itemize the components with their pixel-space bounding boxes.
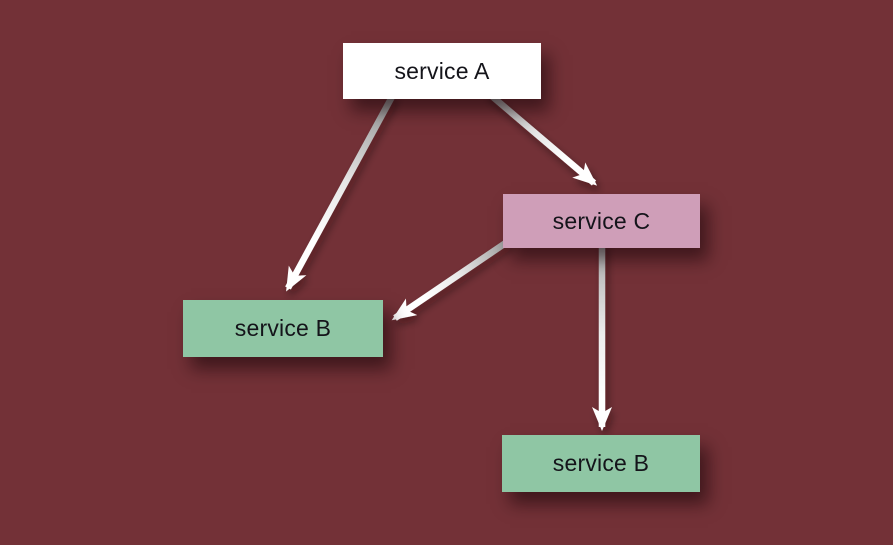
node-service-c: service C: [503, 194, 700, 248]
arrow-a-to-b-left: [285, 93, 396, 292]
node-service-b-bottom-label: service B: [552, 450, 650, 476]
node-service-a-label: service A: [394, 57, 490, 84]
node-service-c-label: service C: [552, 207, 651, 234]
node-service-a: service A: [343, 43, 541, 99]
node-service-b-left: service B: [183, 300, 383, 357]
node-service-b-bottom: service B: [502, 435, 700, 492]
arrow-c-to-b-left: [391, 237, 512, 321]
arrow-a-to-c: [484, 89, 598, 186]
node-service-b-left-label: service B: [234, 315, 332, 341]
